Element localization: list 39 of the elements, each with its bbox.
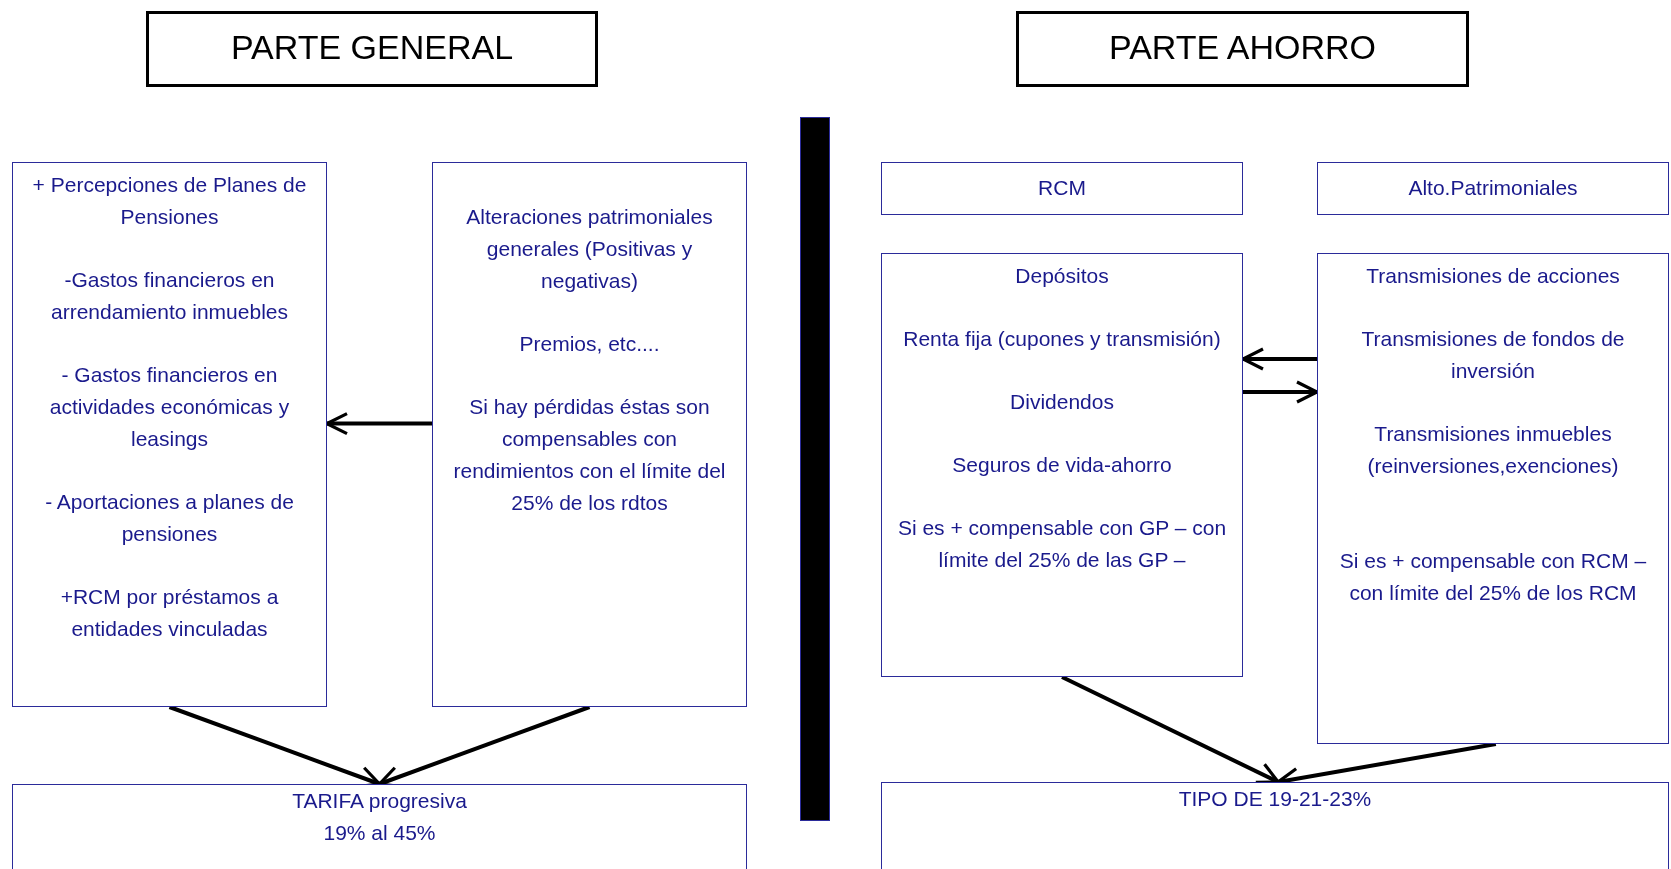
box-text: TARIFA progresiva <box>291 788 468 814</box>
box-text: Renta fija (cupones y transmisión) <box>902 326 1222 352</box>
box-text: Alto.Patrimoniales <box>1407 175 1579 201</box>
box-text: Transmisiones de fondos de inversión <box>1360 326 1626 384</box>
box-text: Alteraciones patrimoniales generales (Positivas y negativas) <box>465 204 714 294</box>
box-text: Si es + compensable con RCM – con límite del 25% de los RCM <box>1338 548 1648 606</box>
divider-bar <box>800 117 830 821</box>
box-text: RCM <box>1037 175 1087 201</box>
box-text: PARTE AHORRO <box>1108 27 1377 68</box>
box-text: Transmisiones de acciones <box>1365 263 1621 289</box>
box-text: -Gastos financieros en arrendamiento inmuebles <box>50 267 289 325</box>
result-box <box>12 784 747 869</box>
box-text: + Percepciones de Planes de Pensiones <box>31 172 308 230</box>
box-text: Si es + compensable con GP – con límite del 25% de las GP – <box>896 515 1228 573</box>
box-text: Dividendos <box>1009 389 1115 415</box>
arrow <box>1061 675 1280 784</box>
section-title-box <box>146 11 598 87</box>
box-text: - Aportaciones a planes de pensiones <box>44 489 295 547</box>
box-text: Depósitos <box>1014 263 1110 289</box>
concept-box <box>881 253 1243 677</box>
arrow <box>325 412 432 436</box>
box-text: Transmisiones inmuebles (reinversiones,exenciones) <box>1366 421 1620 479</box>
box-text: Seguros de vida-ahorro <box>951 452 1173 478</box>
box-text: PARTE GENERAL <box>229 27 515 68</box>
concept-box <box>1317 253 1669 744</box>
category-box <box>881 162 1243 215</box>
section-title-box <box>1016 11 1469 87</box>
arrow <box>1243 380 1319 404</box>
box-text: TIPO DE 19-21-23% <box>1177 786 1373 812</box>
arrow <box>1241 347 1317 371</box>
box-text: 19% al 45% <box>322 820 437 846</box>
concept-box <box>432 162 747 707</box>
concept-box <box>12 162 327 707</box>
result-box <box>881 782 1669 869</box>
box-text: +RCM por préstamos a entidades vinculadas <box>59 584 280 642</box>
category-box <box>1317 162 1669 215</box>
box-text: Si hay pérdidas éstas son compensables con rendimientos con el límite del 25% de los rdtos <box>452 394 727 516</box>
box-text: - Gastos financieros en actividades económicas y leasings <box>48 362 291 452</box>
box-text: Premios, etc.... <box>518 331 661 357</box>
